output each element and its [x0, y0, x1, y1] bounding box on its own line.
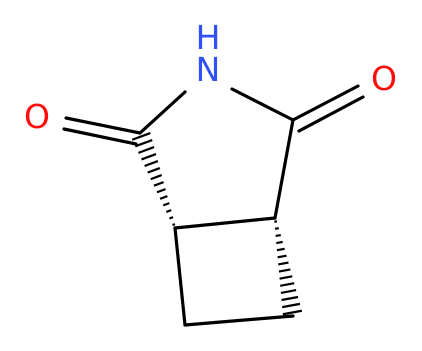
bond-c3-c4 — [273, 118, 295, 220]
hash-line — [280, 289, 297, 294]
hashed-wedges — [131, 132, 303, 316]
hash-line — [275, 233, 281, 238]
nitrogen-hydrogen-label: H — [196, 18, 221, 57]
bond-c1-o-left-inner — [62, 127, 138, 146]
bond-c3-o-right-outer — [291, 84, 360, 122]
hashed-wedge-c4-c6 — [274, 220, 303, 316]
hash-line — [282, 309, 303, 316]
bond-c5-c6 — [183, 314, 295, 327]
hash-line — [165, 209, 172, 213]
hash-line — [281, 302, 301, 309]
hash-line — [274, 227, 280, 230]
hash-line — [141, 153, 157, 161]
bonds — [62, 84, 365, 327]
hash-line — [153, 181, 164, 187]
hash-line — [159, 195, 168, 200]
bond-n-c3 — [230, 87, 295, 122]
oxygen-right-label: O — [371, 59, 397, 98]
oxygen-left-label: O — [24, 97, 50, 136]
bond-c4-c5a — [173, 216, 277, 230]
hash-line — [150, 174, 163, 181]
bond-c3-o-right-inner — [297, 95, 365, 133]
hash-line — [147, 167, 161, 174]
hash-line — [276, 247, 285, 252]
hash-line — [277, 254, 287, 259]
hash-line — [172, 223, 176, 227]
hash-line — [169, 216, 174, 220]
hash-line — [144, 160, 159, 168]
hash-line — [131, 132, 151, 141]
hash-line — [278, 268, 291, 273]
hash-line — [162, 202, 170, 207]
hash-line — [156, 188, 166, 194]
hash-line — [278, 261, 289, 266]
nitrogen-label: N — [196, 50, 221, 89]
hash-line — [137, 146, 155, 154]
hash-line — [280, 282, 295, 287]
hash-line — [276, 240, 283, 245]
atom-labels: N H O O — [24, 18, 397, 136]
bond-c5a-c5 — [173, 226, 187, 327]
bond-c1-n — [138, 90, 187, 135]
hash-line — [281, 295, 299, 302]
hash-line — [134, 139, 153, 148]
hashed-wedge-c5a-c1 — [131, 132, 176, 227]
hash-line — [279, 275, 293, 280]
bond-c1-o-left-outer — [64, 116, 142, 135]
